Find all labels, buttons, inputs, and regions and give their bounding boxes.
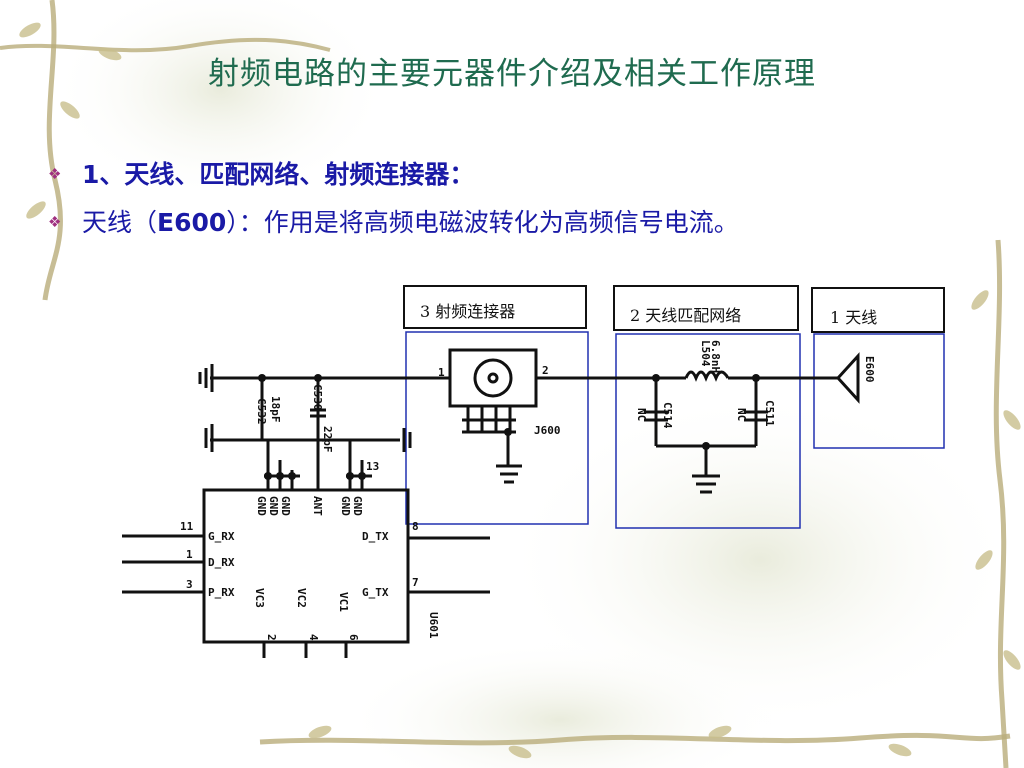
bullet-description: 作用是将高频电磁波转化为高频信号电流。 (263, 208, 739, 237)
junction-dots (258, 374, 760, 480)
bullet-emphasis: E600 (157, 208, 227, 237)
pin-number: 1 (186, 548, 193, 561)
ref-e600: E600 (863, 356, 876, 383)
pin-label-vc2: VC2 (295, 588, 308, 608)
bullet-item-2: ❖ 天线（E600）：作用是将高频电磁波转化为高频信号电流。 (48, 203, 739, 239)
pin-label-g-tx: G_TX (362, 586, 389, 599)
value-nc: NC (635, 408, 648, 421)
vine-right (993, 239, 1009, 768)
label-box-matching (613, 285, 799, 331)
vine-left (42, 0, 63, 301)
pin-label-gnd: GND (351, 496, 364, 516)
value-18pf: 18pF (269, 396, 282, 423)
pin-j2: 2 (542, 364, 549, 377)
pin-label-d-rx: D_RX (208, 556, 235, 569)
ref-j600: J600 (534, 424, 561, 437)
chip-u601 (202, 488, 410, 644)
ref-c532: C532 (255, 398, 268, 425)
ref-u601: U601 (427, 612, 440, 639)
bullet-suffix: ）： (226, 208, 264, 237)
vine-top (0, 37, 331, 53)
section-label-antenna: 1 天线 (830, 308, 878, 327)
value-6-8nh: 6.8nH (709, 340, 722, 373)
pin-label-g-rx: G_RX (208, 530, 235, 543)
pin-number: 3 (186, 578, 193, 591)
label-box-connector (403, 285, 587, 329)
pin-label-ant: ANT (311, 496, 324, 516)
pin-label-gnd: GND (279, 496, 292, 516)
pin-label-p-rx: P_RX (208, 586, 235, 599)
slide-title: 射频电路的主要元器件介绍及相关工作原理 (208, 56, 816, 92)
pin-label-vc3: VC3 (253, 588, 266, 608)
value-22pf: 22pF (321, 426, 334, 453)
label-box-antenna (811, 287, 945, 333)
bullet-text: 1、天线、匹配网络、射频连接器： (82, 160, 475, 189)
antenna-e600 (835, 352, 860, 404)
pin-number: 11 (180, 520, 194, 533)
pin-label-gnd: GND (255, 496, 268, 516)
pin-label-gnd: GND (339, 496, 352, 516)
section-frame-connector (405, 331, 589, 525)
section-label-connector: 3 射频连接器 (420, 302, 516, 321)
bullet-prefix: 天线（ (82, 208, 158, 237)
pin-number: 6 (347, 634, 360, 641)
section-label-matching: 2 天线匹配网络 (630, 306, 742, 325)
pin-number: 8 (412, 520, 419, 533)
ref-l504: L504 (699, 340, 712, 367)
section-frame-antenna (813, 333, 945, 449)
ref-c530: C530 (311, 384, 324, 411)
bullet-diamond-icon: ❖ (48, 213, 62, 231)
vine-leaves (19, 22, 1021, 759)
pin-label-vc1: VC1 (337, 592, 350, 612)
bullet-diamond-icon: ❖ (48, 165, 62, 183)
ref-c511: C511 (763, 400, 776, 427)
section-frame-matching (615, 333, 801, 529)
value-nc: NC (735, 408, 748, 421)
bullet-item-1: ❖ 1、天线、匹配网络、射频连接器： (48, 155, 474, 191)
pin-number: 13 (366, 460, 379, 473)
pin-label-d-tx: D_TX (362, 530, 389, 543)
pin-number: 7 (412, 576, 419, 589)
pin-number: 2 (265, 634, 278, 641)
inductor-l504 (684, 370, 730, 382)
pin-j1: 1 (438, 366, 445, 379)
rf-connector-j600 (448, 348, 538, 408)
vine-bottom (259, 732, 1011, 746)
ref-c514: C514 (661, 402, 674, 429)
pin-number: 4 (307, 634, 320, 641)
pin-label-gnd: GND (267, 496, 280, 516)
